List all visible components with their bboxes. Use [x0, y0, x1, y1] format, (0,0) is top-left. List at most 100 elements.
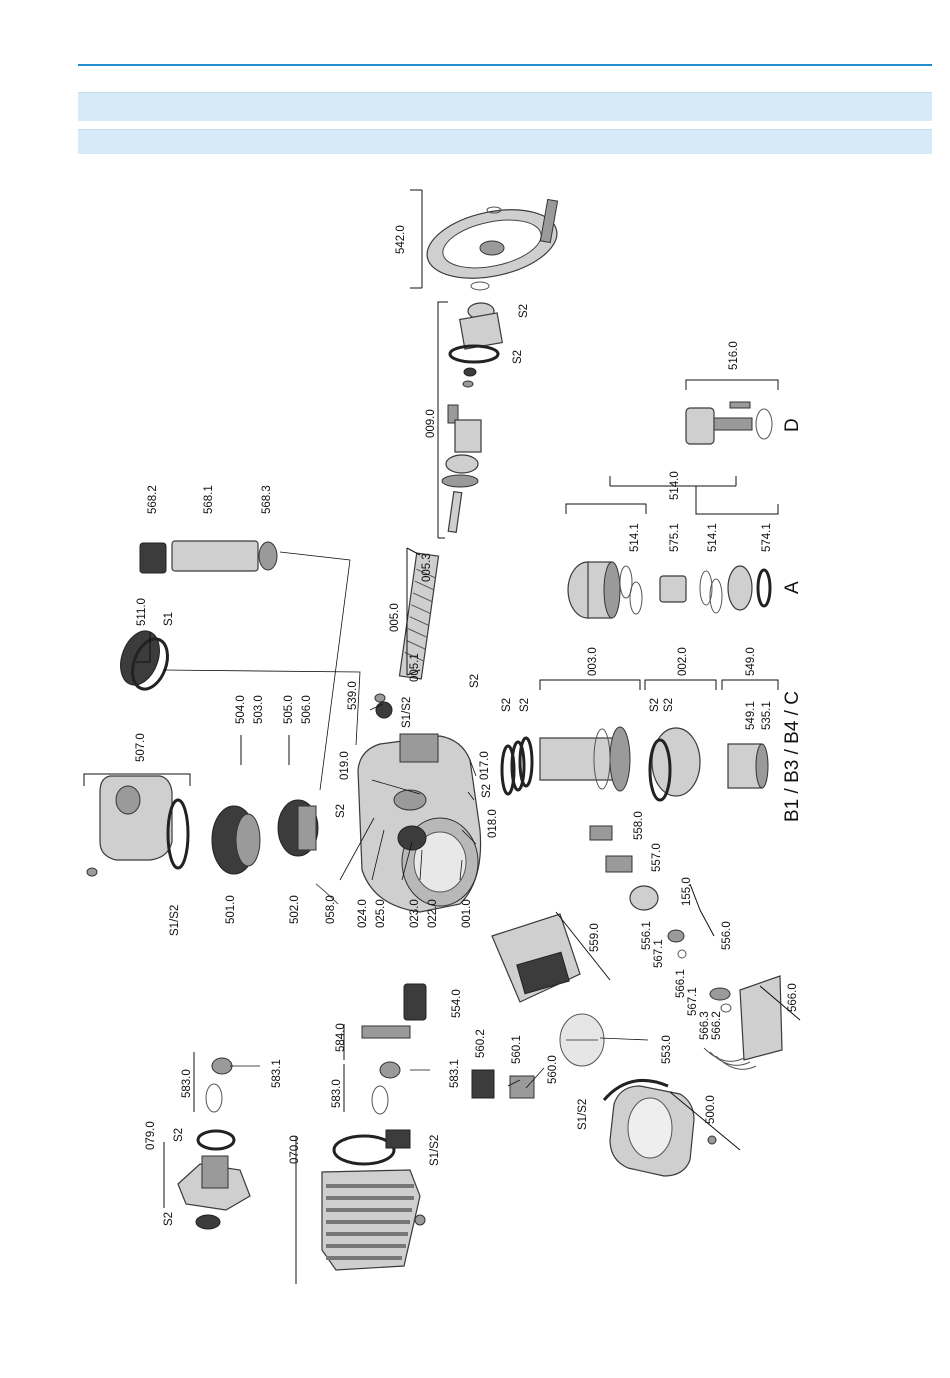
label-503-0: 503.0 — [253, 695, 265, 724]
label-s2-b: S2 — [512, 350, 524, 364]
label-500-0: 500.0 — [705, 1095, 717, 1124]
label-584-0: 584.0 — [335, 1023, 347, 1052]
label-566-2: 566.2 — [711, 1011, 723, 1040]
label-583-0b: 583.0 — [181, 1069, 193, 1098]
housing-part — [357, 733, 482, 913]
brackets — [83, 189, 801, 1284]
label-560-1: 560.1 — [511, 1035, 523, 1064]
socket-part — [403, 983, 427, 1021]
label-001-0: 001.0 — [461, 899, 473, 928]
label-s1s2-c: S1/S2 — [577, 1099, 589, 1130]
label-005-1: 005.1 — [409, 653, 421, 682]
label-s2-a: S2 — [518, 304, 530, 318]
label-022-0: 022.0 — [427, 899, 439, 928]
label-566-0: 566.0 — [787, 983, 799, 1012]
limit-switch-parts — [205, 1025, 411, 1115]
label-583-0a: 583.0 — [331, 1079, 343, 1108]
label-017-0: 017.0 — [479, 751, 491, 780]
label-s1s2-d: S1/S2 — [429, 1135, 441, 1166]
label-s2-d: S2 — [501, 698, 513, 712]
handwheel-shaft-part — [441, 302, 504, 534]
label-560-2: 560.2 — [475, 1029, 487, 1058]
part-labels: 542.0 S2 S2 009.0 516.0 D 568.2 568.1 56… — [135, 225, 803, 1226]
label-s2-i: S2 — [481, 784, 493, 798]
label-070-0: 070.0 — [289, 1135, 301, 1164]
label-023-0: 023.0 — [409, 899, 421, 928]
label-542-0: 542.0 — [395, 225, 407, 254]
label-505-0: 505.0 — [283, 695, 295, 724]
label-566-3: 566.3 — [699, 1011, 711, 1040]
label-005-3: 005.3 — [421, 553, 433, 582]
label-539-0: 539.0 — [347, 681, 359, 710]
label-516-0: 516.0 — [728, 341, 740, 370]
label-b1-b3-b4-c: B1 / B3 / B4 / C — [782, 691, 803, 822]
label-556-1: 556.1 — [641, 921, 653, 950]
label-556-0: 556.0 — [721, 921, 733, 950]
label-019-0: 019.0 — [339, 751, 351, 780]
stem-protection-part — [139, 540, 278, 574]
label-s2-h: S2 — [335, 804, 347, 818]
label-504-0: 504.0 — [235, 695, 247, 724]
label-155-0: 155.0 — [681, 877, 693, 906]
label-535-1: 535.1 — [761, 701, 773, 730]
label-568-1: 568.1 — [203, 485, 215, 514]
label-s2-e: S2 — [519, 698, 531, 712]
label-583-1b: 583.1 — [271, 1059, 283, 1088]
label-024-0: 024.0 — [357, 899, 369, 928]
label-003-0: 003.0 — [587, 647, 599, 676]
label-s2-g: S2 — [663, 698, 675, 712]
label-s2-f: S2 — [649, 698, 661, 712]
label-554-0: 554.0 — [451, 989, 463, 1018]
label-s1s2-b: S1/S2 — [169, 905, 181, 936]
label-018-0: 018.0 — [487, 809, 499, 838]
drive-shaft-part — [374, 552, 440, 719]
label-058-0: 058.0 — [325, 895, 337, 924]
label-511-0: 511.0 — [136, 598, 148, 626]
label-025-0: 025.0 — [375, 899, 387, 928]
label-557-0: 557.0 — [651, 843, 663, 872]
gear-assemblies-part — [211, 799, 339, 905]
electronics-cover-part — [602, 1078, 717, 1177]
indicator-disc-part — [559, 1013, 605, 1067]
output-drive-a-part — [567, 561, 772, 619]
header-band-2 — [78, 129, 932, 154]
label-559-0: 559.0 — [589, 923, 601, 952]
motor-part — [321, 1129, 426, 1271]
label-506-0: 506.0 — [301, 695, 313, 724]
label-566-1: 566.1 — [675, 969, 687, 998]
position-transmitter-part — [703, 975, 783, 1070]
label-002-0: 002.0 — [677, 647, 689, 676]
label-502-0: 502.0 — [289, 895, 301, 924]
label-514-0: 514.0 — [669, 471, 681, 500]
cover-part — [86, 775, 190, 877]
label-s2-c: S2 — [469, 674, 481, 688]
header-rule — [78, 64, 932, 66]
switch-parts — [589, 825, 687, 959]
header-band-1 — [78, 92, 932, 121]
control-unit-part — [491, 913, 581, 1003]
label-009-0: 009.0 — [425, 409, 437, 438]
reduction-gear-part — [177, 1129, 251, 1230]
label-501-0: 501.0 — [225, 895, 237, 924]
label-568-2: 568.2 — [147, 485, 159, 514]
label-s1: S1 — [163, 612, 175, 626]
label-567-1a: 567.1 — [653, 939, 665, 968]
label-568-3: 568.3 — [261, 485, 273, 514]
label-558-0: 558.0 — [633, 811, 645, 840]
label-575-1: 575.1 — [669, 523, 681, 552]
label-549-1: 549.1 — [745, 701, 757, 730]
label-s1s2-a: S1/S2 — [401, 697, 413, 728]
label-005-0: 005.0 — [389, 603, 401, 632]
label-553-0: 553.0 — [661, 1035, 673, 1064]
label-560-0: 560.0 — [547, 1055, 559, 1084]
handwheel-part — [426, 198, 559, 291]
label-s2-k: S2 — [163, 1212, 175, 1226]
label-549-0: 549.0 — [745, 647, 757, 676]
terminal-block-part — [471, 1069, 535, 1099]
screw-plug-part — [120, 630, 169, 691]
label-514-1b: 514.1 — [707, 523, 719, 552]
label-s2-j: S2 — [173, 1128, 185, 1142]
label-574-1: 574.1 — [761, 523, 773, 552]
coupling-d-part — [685, 401, 773, 445]
